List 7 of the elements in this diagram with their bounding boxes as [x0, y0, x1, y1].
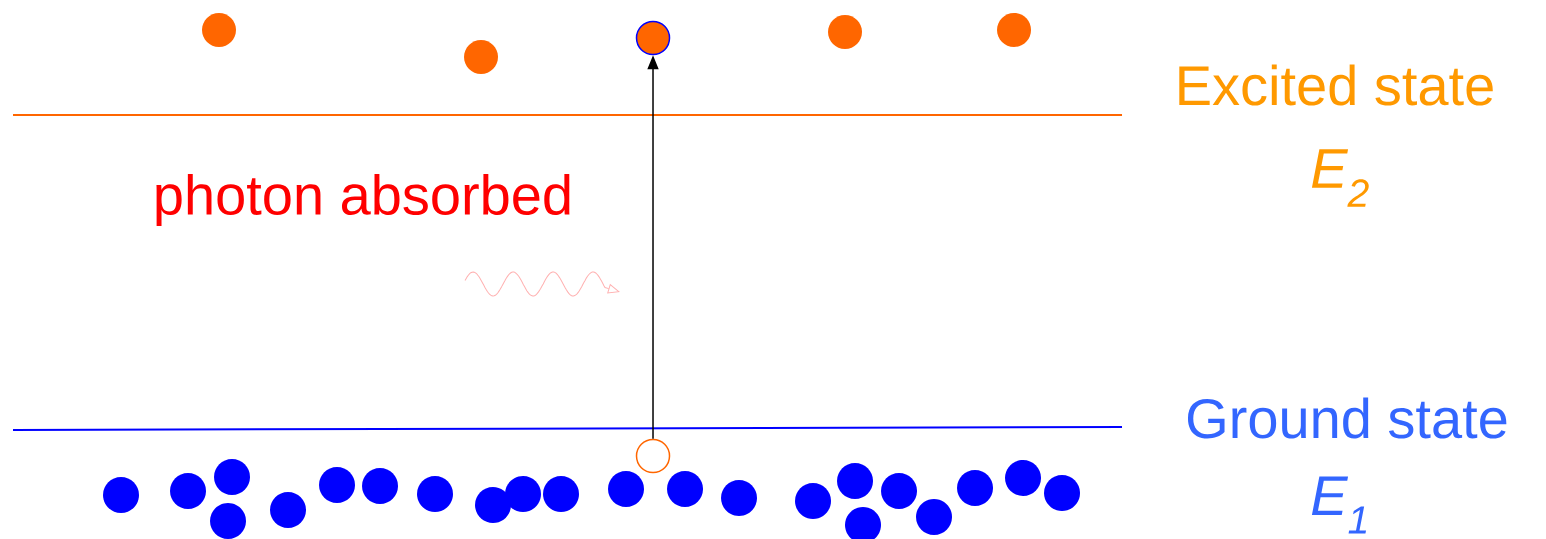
process-label: photon absorbed	[156, 173, 570, 227]
state-label: Ground state	[1187, 397, 1507, 439]
energy-label: E$_{2}$	[1311, 149, 1369, 207]
state-label: Excited state	[1179, 64, 1493, 106]
excited-electron	[635, 20, 671, 56]
energy-label: E$_{1}$	[1311, 476, 1367, 534]
electron-hole	[635, 438, 671, 474]
